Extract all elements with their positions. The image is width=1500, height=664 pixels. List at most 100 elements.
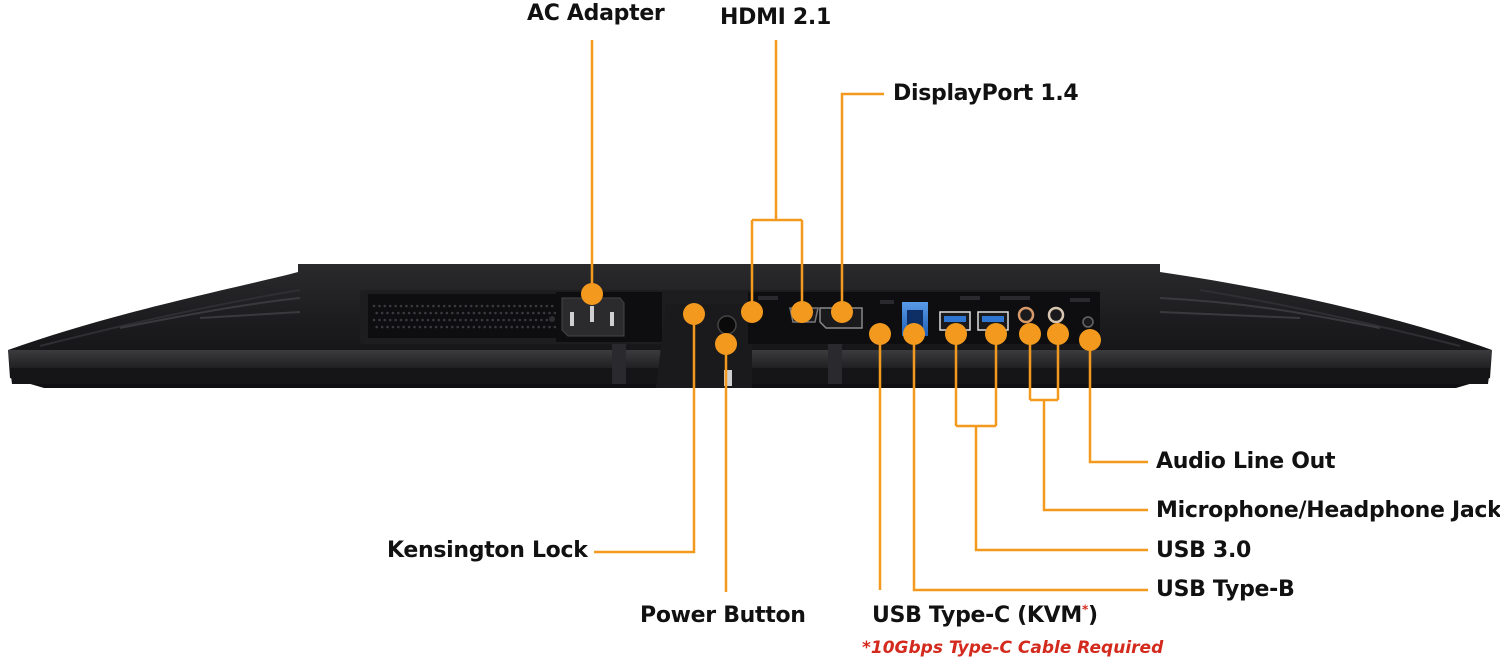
usb3-marker-right: [985, 323, 1007, 345]
hdmi-marker-left: [741, 301, 763, 323]
vent-hole: [413, 325, 416, 329]
vent-hole: [488, 325, 492, 329]
vent-hole: [486, 318, 489, 322]
vent-hole: [445, 325, 449, 329]
vent-hole: [410, 318, 414, 322]
usb3-marker-left: [945, 323, 967, 345]
audio-out-label: Audio Line Out: [1156, 449, 1336, 474]
vent-hole: [505, 311, 508, 315]
vent-hole: [380, 325, 384, 329]
vent-hole: [372, 304, 376, 308]
kensington-label: Kensington Lock: [387, 538, 588, 563]
vent-hole: [545, 304, 549, 308]
vent-hole: [513, 304, 516, 308]
vent-hole: [437, 304, 441, 308]
displayport-marker: [831, 301, 853, 323]
vent-hole: [483, 325, 487, 329]
vent-hole: [464, 318, 468, 322]
ac-adapter-label: AC Adapter: [527, 1, 665, 26]
vent-hole: [464, 304, 468, 308]
vent-hole: [388, 318, 392, 322]
vent-hole: [418, 325, 422, 329]
vent-hole: [486, 304, 489, 308]
vent-hole: [434, 325, 438, 329]
vent-hole: [405, 304, 408, 308]
audio-out-leader: [1088, 342, 1148, 464]
vent-hole: [402, 311, 406, 315]
vent-hole: [491, 304, 495, 308]
vent-hole: [521, 311, 524, 315]
vent-hole: [383, 304, 387, 308]
vent-hole: [440, 311, 443, 315]
vent-hole: [494, 325, 497, 329]
vent-hole: [418, 311, 422, 315]
vent-hole: [461, 311, 465, 315]
vent-hole: [469, 318, 473, 322]
vent-hole: [545, 318, 549, 322]
vent-hole: [505, 325, 508, 329]
vent-hole: [388, 304, 392, 308]
headphone-marker: [1047, 323, 1069, 345]
vent-hole: [440, 325, 443, 329]
vent-hole: [437, 318, 441, 322]
vent-hole: [542, 311, 546, 315]
vent-hole: [513, 318, 516, 322]
mic-headphone-label: Microphone/Headphone Jack: [1156, 498, 1500, 523]
vent-hole: [515, 311, 519, 315]
vent-hole: [475, 318, 478, 322]
vent-hole: [550, 304, 554, 308]
vent-hole: [456, 311, 460, 315]
ac-power-inlet: [549, 292, 662, 342]
vent-hole: [494, 311, 497, 315]
vent-hole: [467, 325, 470, 329]
usb-c-marker: [869, 323, 891, 345]
vent-hole: [518, 318, 522, 322]
vent-hole: [529, 318, 532, 322]
vent-hole: [491, 318, 495, 322]
vent-hole: [421, 318, 424, 322]
vent-hole: [375, 325, 379, 329]
vent-hole: [507, 318, 511, 322]
vent-hole: [442, 318, 446, 322]
vent-hole: [448, 318, 451, 322]
callout-lines: [590, 40, 1148, 592]
vent-hole: [432, 304, 435, 308]
vent-hole: [424, 311, 427, 315]
vent-hole: [402, 325, 406, 329]
vent-hole: [523, 318, 527, 322]
vent-hole: [467, 311, 470, 315]
vent-hole: [518, 304, 522, 308]
vent-hole: [526, 311, 530, 315]
usb-c-asterisk: *: [1082, 602, 1088, 617]
vent-hole: [540, 318, 543, 322]
vent-hole: [480, 304, 484, 308]
vent-hole: [540, 304, 543, 308]
kensington-marker: [683, 303, 705, 325]
hdmi-marker-right: [791, 301, 813, 323]
vent-hole: [386, 311, 389, 315]
vent-hole: [405, 318, 408, 322]
vent-grille: [368, 294, 560, 338]
power-marker: [715, 333, 737, 355]
vent-hole: [372, 318, 376, 322]
usb3-leader: [954, 334, 1148, 552]
hdmi-leader: [750, 40, 804, 310]
vent-hole: [378, 304, 381, 308]
vent-hole: [459, 304, 462, 308]
vent-hole: [451, 325, 454, 329]
vent-hole: [407, 311, 411, 315]
vent-hole: [394, 318, 397, 322]
vent-hole: [548, 311, 551, 315]
cable-note: *10Gbps Type-C Cable Required: [862, 638, 1164, 658]
vent-hole: [380, 311, 384, 315]
vent-hole: [407, 325, 411, 329]
vent-hole: [453, 304, 457, 308]
vent-hole: [499, 311, 503, 315]
vent-hole: [529, 304, 532, 308]
vent-hole: [434, 311, 438, 315]
vent-hole: [410, 304, 414, 308]
vent-hole: [469, 304, 473, 308]
usb3-label: USB 3.0: [1156, 538, 1252, 563]
vent-hole: [510, 325, 513, 329]
